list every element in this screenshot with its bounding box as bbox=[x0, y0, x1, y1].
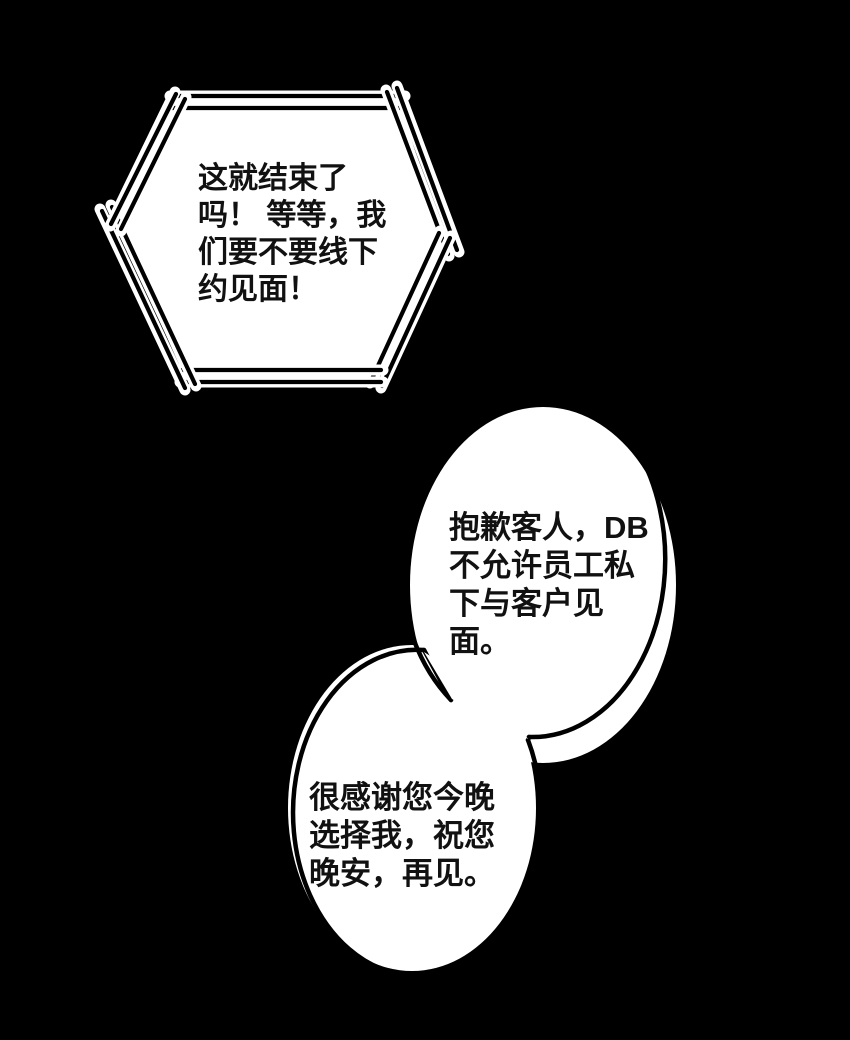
oval-bubble-group bbox=[288, 378, 676, 978]
hexagon-bubble-text: 这就结束了吗！ 等等，我们要不要线下约见面！ bbox=[198, 162, 387, 306]
oval-bubble-upper-text: 抱歉客人，DB不允许员工私下与客户见面。 bbox=[449, 510, 649, 659]
hexagon-bubble-frame bbox=[94, 80, 465, 396]
oval-bubble-merge-fill bbox=[424, 652, 528, 739]
oval-bubble-halo bbox=[288, 407, 676, 971]
hexagon-bubble bbox=[94, 80, 465, 396]
oval-bubble-lower-text: 很感谢您今晚选择我，祝您晚安，再见。 bbox=[309, 780, 495, 891]
